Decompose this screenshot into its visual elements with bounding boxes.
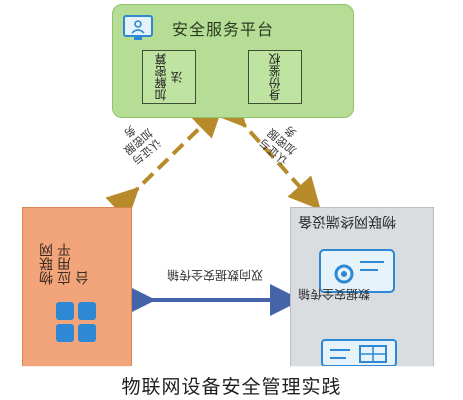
app-grid-icon (56, 302, 96, 342)
image-caption: 物联网设备安全管理实践 (121, 376, 342, 398)
auth-module-box: 身份鉴权 (248, 50, 302, 104)
arrow-left-dashed (105, 104, 224, 221)
arrow-right-dashed (213, 93, 321, 210)
edge-label-bottom: 双向数据安全传输 (167, 268, 264, 282)
iot-device-sublabel: 数据安全传输 (298, 287, 371, 301)
monitor-user-icon (123, 15, 153, 40)
crypto-module-box: 加解密算法 (142, 50, 196, 104)
iot-device-title: 物联网终端设备 (298, 213, 396, 229)
iot-platform-title: 物联网应用平台 (39, 243, 91, 285)
caption-band (0, 366, 463, 400)
device-grid-panel-icon (321, 339, 397, 366)
security-platform-title: 安全服务平台 (172, 20, 275, 39)
device-gear-panel-icon (319, 249, 395, 293)
